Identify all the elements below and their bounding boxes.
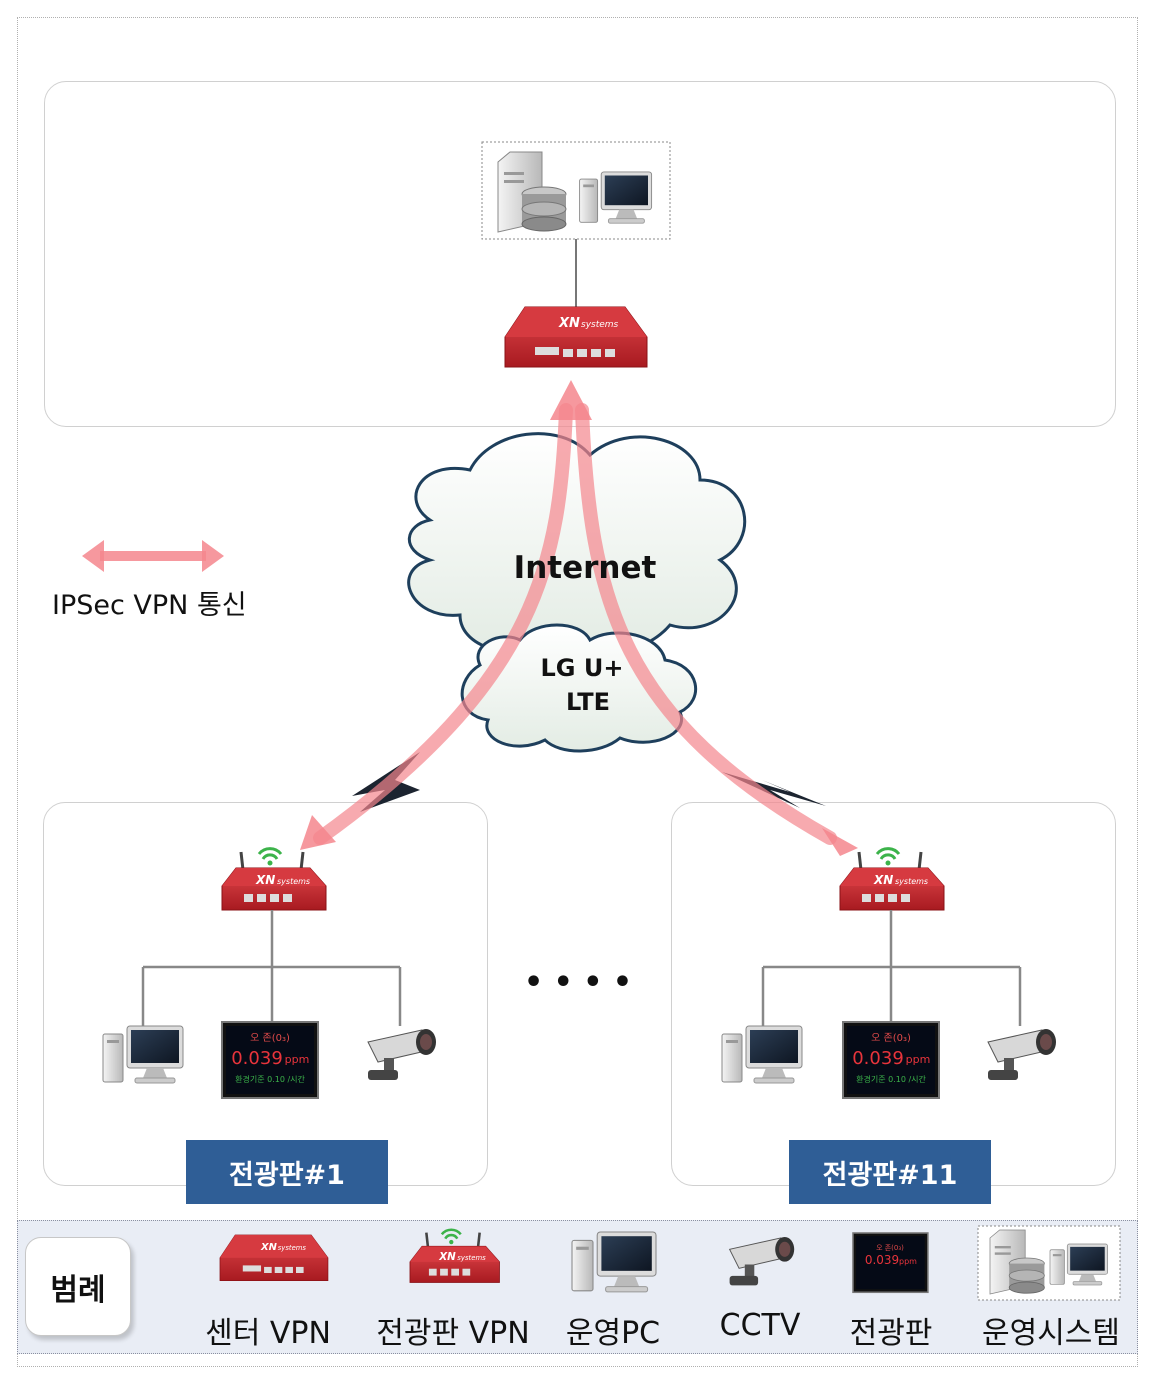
board-header: 오 존(0₃) (250, 1032, 290, 1044)
site11-router-icon (838, 847, 946, 912)
vpn-arrowhead-right (822, 828, 858, 856)
site-zone-1 (43, 802, 488, 1186)
vpn-arrowhead-center (550, 380, 592, 420)
diagram-frame (17, 17, 1138, 1367)
board-unit: ppm (906, 1053, 931, 1066)
site11-pc-icon (721, 1025, 803, 1084)
site1-pc-icon (102, 1025, 184, 1084)
legend-label-cctv: CCTV (719, 1308, 801, 1343)
board-unit: ppm (285, 1053, 310, 1066)
internet-cloud (407, 432, 747, 655)
board-footer: 환경기준 0.10 /시간 (235, 1074, 305, 1084)
legend-title: 범례 (25, 1237, 131, 1336)
site1-board-text: 오 존(0₃) 0.039 ppm 환경기준 0.10 /시간 (231, 1032, 309, 1084)
vpn-path-left (313, 403, 573, 845)
legend-label-display-board: 전광판 (849, 1316, 933, 1351)
vpn-legend-arrow-icon (82, 540, 224, 572)
vpn-legend-label: IPSec VPN 통신 (52, 590, 247, 621)
board-footer: 환경기준 0.10 /시간 (856, 1074, 926, 1084)
board-value: 0.039 (852, 1048, 904, 1069)
site-label-11: 전광판#11 (789, 1140, 991, 1204)
lte-label-line1: LG U+ (541, 654, 624, 682)
legend-label-center-vpn: 센터 VPN (205, 1316, 331, 1351)
board-value: 0.039 (231, 1048, 283, 1069)
site1-router-icon (220, 847, 328, 912)
site11-cctv-icon (987, 1028, 1057, 1081)
legend-label-server: 운영시스템 (982, 1316, 1120, 1351)
legend-label-site-vpn: 전광판 VPN (376, 1316, 530, 1351)
center-vpn-router-icon (504, 306, 648, 368)
vpn-path-right (575, 403, 837, 845)
legend-label-pc: 운영PC (565, 1316, 661, 1351)
site11-board-text: 오 존(0₃) 0.039 ppm 환경기준 0.10 /시간 (852, 1032, 930, 1084)
lte-label-line2: LTE (566, 688, 610, 716)
sites-ellipsis: • • • • (524, 965, 632, 1000)
vpn-arrowhead-left (300, 815, 336, 850)
board-header: 오 존(0₃) (871, 1032, 911, 1044)
site1-cctv-icon (367, 1028, 437, 1081)
internet-label: Internet (514, 550, 657, 586)
site-label-1: 전광판#1 (186, 1140, 388, 1204)
